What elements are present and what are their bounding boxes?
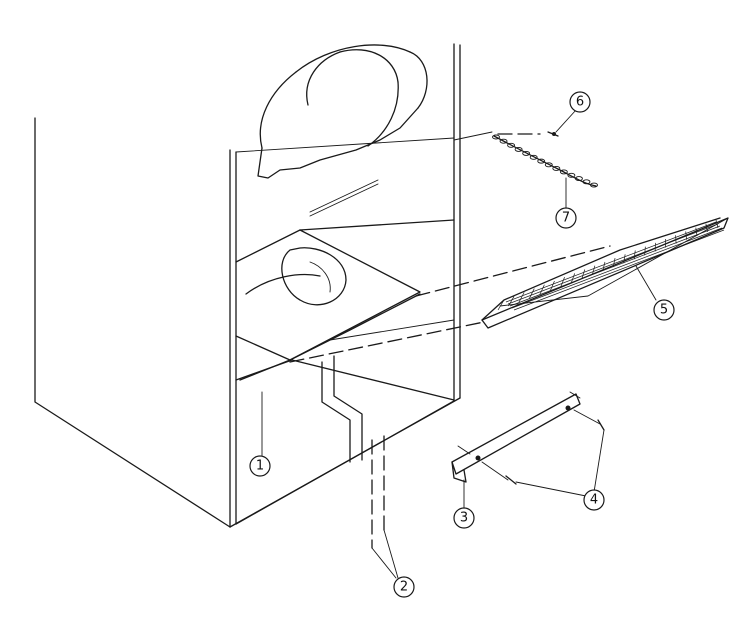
callout-4: 4 — [583, 489, 605, 511]
callout-4-label: 4 — [590, 493, 598, 508]
gas-pipe — [321, 355, 385, 549]
part-3-bracket — [451, 391, 605, 509]
callout-1-label: 1 — [256, 459, 264, 474]
callout-3-label: 3 — [460, 511, 468, 526]
callout-5-label: 5 — [660, 303, 668, 318]
cabinet — [34, 43, 461, 528]
callout-6: 6 — [569, 91, 591, 113]
callout-7-label: 7 — [562, 211, 570, 226]
burner-shelf — [235, 219, 455, 401]
callout-7: 7 — [555, 207, 577, 229]
part-5-filter — [481, 217, 729, 329]
part-6-7-chain — [453, 109, 598, 211]
callout-1: 1 — [249, 455, 271, 477]
callout-6-label: 6 — [576, 95, 584, 110]
callout-2-label: 2 — [400, 580, 408, 595]
callout-leaders — [261, 469, 399, 579]
callout-3: 3 — [453, 507, 475, 529]
part-1-filter-rack — [239, 245, 611, 471]
callout-2: 2 — [393, 576, 415, 598]
callout-5: 5 — [653, 299, 675, 321]
